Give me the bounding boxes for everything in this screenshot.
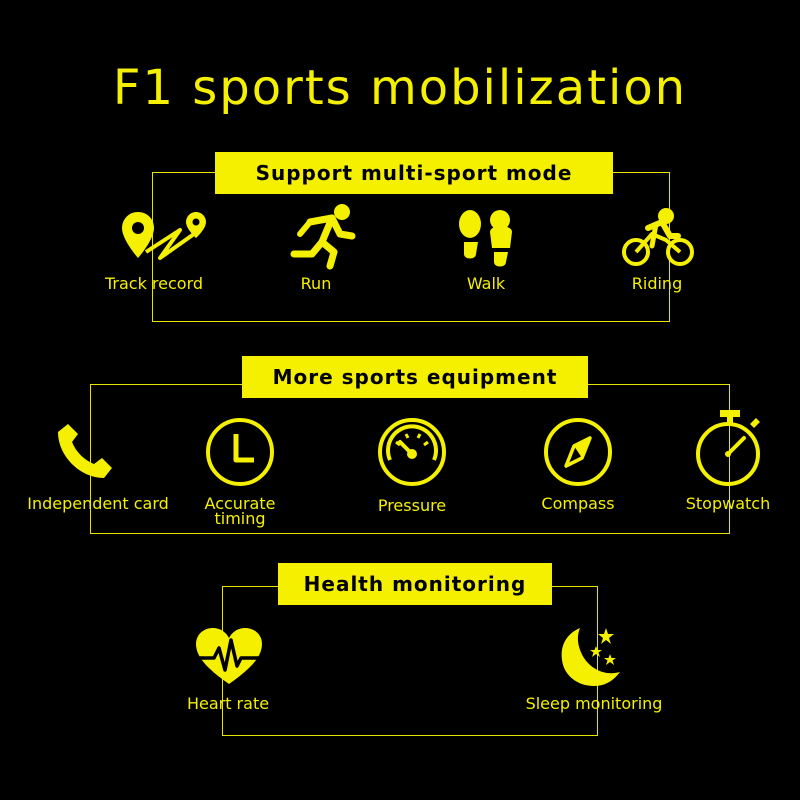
pressure-label: Pressure xyxy=(377,496,447,515)
walk-label: Walk xyxy=(466,274,506,293)
sleep-monitoring-label: Sleep monitoring xyxy=(525,694,663,713)
multi-sport-frame xyxy=(152,172,670,322)
stopwatch-icon xyxy=(694,408,766,488)
heart-rate-label: Heart rate xyxy=(186,694,270,713)
health-frame xyxy=(222,586,598,736)
footprints-icon xyxy=(456,210,518,268)
independent-card-label: Independent card xyxy=(27,494,169,513)
riding-label: Riding xyxy=(631,274,683,293)
equipment-heading: More sports equipment xyxy=(242,356,588,398)
run-label: Run xyxy=(300,274,332,293)
accurate-timing-label: Accurate timing xyxy=(204,494,276,528)
cyclist-icon xyxy=(622,206,694,268)
phone-icon xyxy=(54,420,122,482)
track-record-icon xyxy=(118,208,208,270)
moon-stars-icon xyxy=(558,624,628,690)
clock-icon xyxy=(204,416,276,488)
multi-sport-heading: Support multi-sport mode xyxy=(215,152,613,194)
track-record-label: Track record xyxy=(104,274,204,293)
compass-label: Compass xyxy=(541,494,615,513)
run-icon xyxy=(288,202,360,270)
heart-rate-icon xyxy=(194,626,264,688)
compass-icon xyxy=(542,416,614,488)
stopwatch-label: Stopwatch xyxy=(685,494,771,513)
page-title: F1 sports mobilization xyxy=(112,60,688,116)
gauge-icon xyxy=(376,416,448,488)
health-heading: Health monitoring xyxy=(278,563,552,605)
